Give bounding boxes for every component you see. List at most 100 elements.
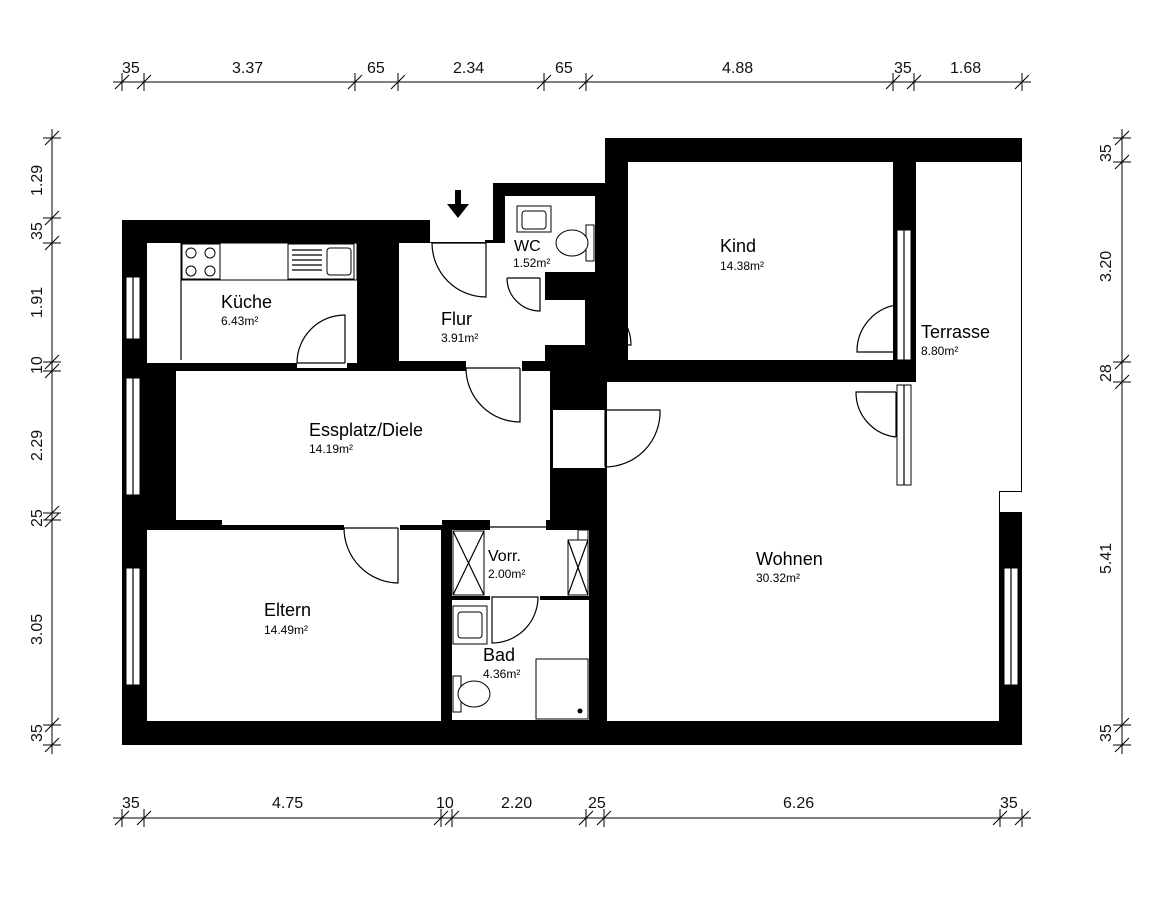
dim-top-5: 65 [555, 60, 573, 77]
dimension-tick-left [43, 234, 61, 252]
room-vorr: Vorr. 2.00m² [488, 548, 525, 581]
dimension-tick-bottom [135, 809, 153, 827]
door-wohnen-terrasse [855, 391, 897, 438]
room-name-vorr: Vorr. [488, 548, 521, 565]
dim-top-1: 35 [122, 60, 140, 77]
door-eltern [343, 527, 399, 584]
room-floor-kind [628, 162, 893, 360]
dimension-lines [43, 73, 1131, 827]
dimension-tick-right [1113, 373, 1131, 391]
door-kueche [296, 314, 346, 364]
room-area-flur: 3.91m² [441, 331, 478, 345]
fixtures [180, 205, 595, 720]
dimension-tick-bottom [1013, 809, 1031, 827]
room-area-wohnen: 30.32m² [756, 571, 800, 585]
room-kueche: Küche 6.43m² [221, 292, 272, 328]
door-kind [585, 299, 632, 346]
room-terrasse: Terrasse 8.80m² [921, 322, 990, 358]
door-wohnen [604, 409, 661, 468]
dimension-tick-top [389, 73, 407, 91]
room-name-essplatz: Essplatz/Diele [309, 420, 423, 440]
dim-bottom-6: 6.26 [783, 795, 814, 812]
dimension-tick-bottom [577, 809, 595, 827]
dim-top-7: 35 [894, 60, 912, 77]
dimension-tick-top [1013, 73, 1031, 91]
dimension-tick-bottom [443, 809, 461, 827]
dim-left-5: 2.29 [29, 430, 46, 461]
right-dimensions: 35 3.20 28 5.41 35 [1098, 144, 1115, 742]
room-name-kueche: Küche [221, 292, 272, 312]
room-name-wc: WC [514, 238, 541, 255]
room-kind: Kind 14.38m² [720, 236, 764, 273]
dimension-tick-left [43, 736, 61, 754]
bottom-dimensions: 35 4.75 10 2.20 25 6.26 35 [122, 795, 1018, 812]
dimension-tick-right [1113, 353, 1131, 371]
room-wc: WC 1.52m² [513, 238, 550, 270]
dim-right-3: 28 [1098, 364, 1115, 382]
room-area-eltern: 14.49m² [264, 623, 308, 637]
room-floor-eltern [147, 530, 441, 721]
room-area-terrasse: 8.80m² [921, 344, 958, 358]
walls [122, 138, 1022, 745]
room-name-wohnen: Wohnen [756, 549, 823, 569]
dimension-tick-bottom [991, 809, 1009, 827]
door-flur-essplatz [465, 367, 521, 423]
dimension-tick-top [535, 73, 553, 91]
dimension-tick-bottom [113, 809, 131, 827]
room-labels: Küche 6.43m² Flur 3.91m² WC 1.52m² Kind … [221, 236, 990, 681]
dimension-tick-top [113, 73, 131, 91]
dim-top-6: 4.88 [722, 60, 753, 77]
doors [296, 242, 897, 644]
dimension-tick-left [43, 362, 61, 380]
dim-left-3: 1.91 [29, 287, 46, 318]
dimension-tick-top [135, 73, 153, 91]
dimension-tick-right [1113, 129, 1131, 147]
room-floor-essplatz [176, 371, 550, 520]
dim-right-5: 35 [1098, 724, 1115, 742]
room-bad: Bad 4.36m² [483, 645, 520, 681]
dim-top-8: 1.68 [950, 60, 981, 77]
dim-left-6: 25 [29, 509, 46, 527]
room-area-wc: 1.52m² [513, 256, 550, 270]
dim-left-7: 3.05 [29, 614, 46, 645]
dim-top-4: 2.34 [453, 60, 484, 77]
room-area-bad: 4.36m² [483, 667, 520, 681]
dim-right-1: 35 [1098, 144, 1115, 162]
dim-bottom-2: 4.75 [272, 795, 303, 812]
dim-right-2: 3.20 [1098, 251, 1115, 282]
dimension-tick-right [1113, 153, 1131, 171]
left-dimensions: 1.29 35 1.91 10 2.29 25 3.05 35 [29, 165, 46, 742]
dim-bottom-1: 35 [122, 795, 140, 812]
dimension-tick-left [43, 716, 61, 734]
room-flur: Flur 3.91m² [441, 309, 478, 345]
windows [125, 229, 1019, 686]
room-area-essplatz: 14.19m² [309, 442, 353, 456]
room-name-bad: Bad [483, 645, 515, 665]
door-kind-terrasse [856, 304, 897, 353]
dimension-tick-right [1113, 716, 1131, 734]
entrance-arrow-icon [447, 190, 469, 218]
dim-left-8: 35 [29, 724, 46, 742]
kitchen-sink-icon [287, 243, 355, 280]
dim-right-4: 5.41 [1098, 543, 1115, 574]
dimension-tick-top [346, 73, 364, 91]
room-name-flur: Flur [441, 309, 472, 329]
dimension-tick-right [1113, 736, 1131, 754]
dim-left-4: 10 [29, 356, 46, 374]
dim-left-1: 1.29 [29, 165, 46, 196]
dimension-tick-left [43, 511, 61, 529]
dimension-tick-top [577, 73, 595, 91]
dim-bottom-5: 25 [588, 795, 606, 812]
room-wohnen: Wohnen 30.32m² [756, 549, 823, 585]
dim-top-3: 65 [367, 60, 385, 77]
room-eltern: Eltern 14.49m² [264, 600, 311, 637]
room-essplatz: Essplatz/Diele 14.19m² [309, 420, 423, 456]
dimension-tick-left [43, 129, 61, 147]
bad-toilet-icon [452, 675, 491, 713]
top-dimensions: 35 3.37 65 2.34 65 4.88 35 1.68 [122, 60, 981, 77]
room-area-kueche: 6.43m² [221, 314, 258, 328]
dimension-tick-bottom [595, 809, 613, 827]
dim-left-2: 35 [29, 222, 46, 240]
dim-top-2: 3.37 [232, 60, 263, 77]
